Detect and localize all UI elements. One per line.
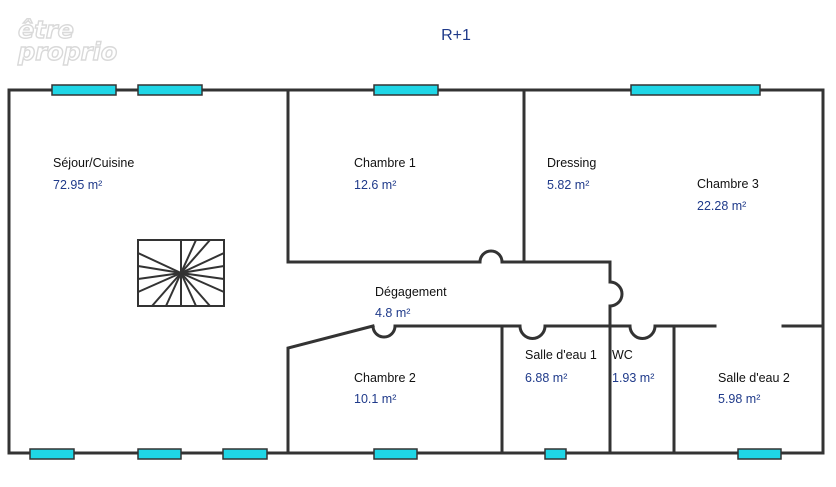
room-area-salle-deau-2: 5.98 m² bbox=[718, 392, 760, 406]
room-area-wc: 1.93 m² bbox=[612, 371, 654, 385]
room-name-sejour-cuisine: Séjour/Cuisine bbox=[53, 156, 134, 170]
window bbox=[222, 448, 268, 460]
room-name-dressing: Dressing bbox=[547, 156, 596, 170]
room-name-chambre-3: Chambre 3 bbox=[697, 177, 759, 191]
room-area-chambre-2: 10.1 m² bbox=[354, 392, 396, 406]
room-area-degagement: 4.8 m² bbox=[375, 306, 410, 320]
room-labels: Séjour/Cuisine 72.95 m² Chambre 1 12.6 m… bbox=[53, 156, 790, 406]
window bbox=[630, 84, 761, 96]
room-area-salle-deau-1: 6.88 m² bbox=[525, 371, 567, 385]
room-area-sejour-cuisine: 72.95 m² bbox=[53, 178, 102, 192]
staircase bbox=[137, 239, 225, 307]
room-name-degagement: Dégagement bbox=[375, 285, 447, 299]
door-dressing bbox=[609, 280, 624, 308]
window bbox=[29, 448, 75, 460]
outer-walls bbox=[7, 88, 825, 455]
window bbox=[544, 448, 567, 460]
window bbox=[137, 448, 182, 460]
room-name-wc: WC bbox=[612, 348, 633, 362]
etre-proprio-logo: être proprio bbox=[16, 15, 118, 66]
room-name-salle-deau-1: Salle d'eau 1 bbox=[525, 348, 597, 362]
doors bbox=[371, 249, 657, 340]
room-name-salle-deau-2: Salle d'eau 2 bbox=[718, 371, 790, 385]
room-name-chambre-1: Chambre 1 bbox=[354, 156, 416, 170]
interior-walls bbox=[286, 88, 825, 455]
room-area-dressing: 5.82 m² bbox=[547, 178, 589, 192]
logo-line-1: être bbox=[18, 16, 74, 44]
room-name-chambre-2: Chambre 2 bbox=[354, 371, 416, 385]
windows bbox=[29, 84, 782, 460]
room-area-chambre-3: 22.28 m² bbox=[697, 199, 746, 213]
logo-line-2: proprio bbox=[17, 38, 117, 66]
window bbox=[737, 448, 782, 460]
window bbox=[51, 84, 117, 96]
window bbox=[373, 84, 439, 96]
window bbox=[137, 84, 203, 96]
room-area-chambre-1: 12.6 m² bbox=[354, 178, 396, 192]
level-label: R+1 bbox=[441, 27, 471, 44]
window bbox=[373, 448, 418, 460]
